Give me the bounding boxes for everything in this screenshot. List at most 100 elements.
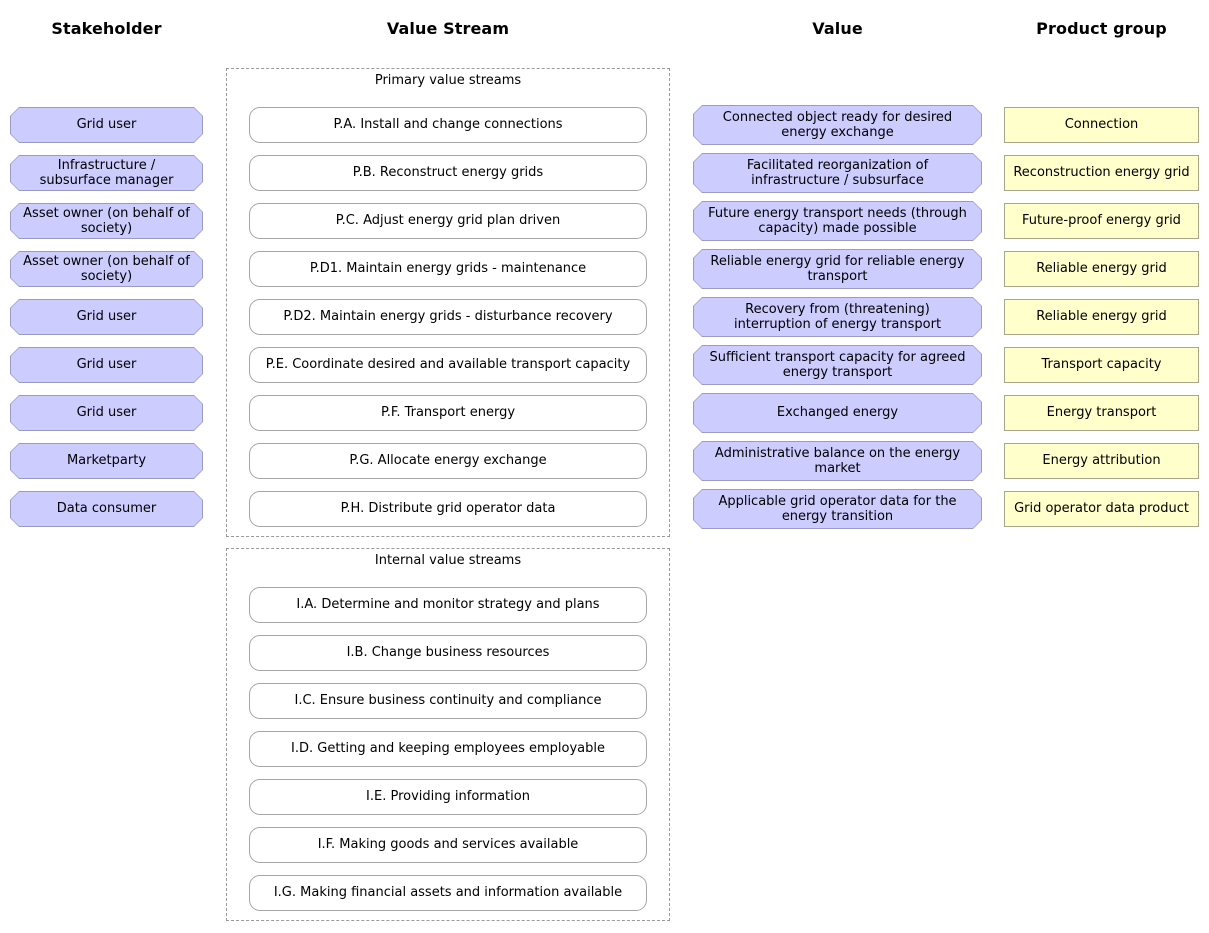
column-header-product-group: Product group	[1036, 19, 1167, 38]
primary-value-stream-node-6[interactable]: P.E. Coordinate desired and available tr…	[249, 347, 647, 383]
node-label: P.E. Coordinate desired and available tr…	[265, 357, 631, 372]
primary-value-stream-node-7[interactable]: P.F. Transport energy	[249, 395, 647, 431]
value-node-4[interactable]: Reliable energy grid for reliable energy…	[693, 249, 982, 289]
value-node-3[interactable]: Future energy transport needs (through c…	[693, 201, 982, 241]
product-group-node-1[interactable]: Connection	[1004, 107, 1199, 143]
primary-value-stream-node-8[interactable]: P.G. Allocate energy exchange	[249, 443, 647, 479]
node-label: Facilitated reorganization of infrastruc…	[746, 157, 929, 189]
node-label: I.E. Providing information	[366, 789, 530, 804]
primary-value-stream-node-1[interactable]: P.A. Install and change connections	[249, 107, 647, 143]
node-fill	[694, 442, 981, 480]
node-label: Sufficient transport capacity for agreed…	[709, 349, 966, 381]
product-group-node-7[interactable]: Energy transport	[1004, 395, 1199, 431]
node-label: Infrastructure / subsurface manager	[39, 157, 174, 189]
internal-value-stream-node-1[interactable]: I.A. Determine and monitor strategy and …	[249, 587, 647, 623]
node-label: Reliable energy grid	[1036, 261, 1167, 276]
stakeholder-node-6[interactable]: Grid user	[10, 347, 203, 383]
node-fill	[11, 300, 202, 334]
node-label: Asset owner (on behalf of society)	[23, 253, 190, 285]
stakeholder-node-8[interactable]: Marketparty	[10, 443, 203, 479]
node-label: Energy transport	[1046, 405, 1157, 420]
internal-value-stream-node-7[interactable]: I.G. Making financial assets and informa…	[249, 875, 647, 911]
node-fill	[694, 346, 981, 384]
value-node-9[interactable]: Applicable grid operator data for the en…	[693, 489, 982, 529]
product-group-node-6[interactable]: Transport capacity	[1004, 347, 1199, 383]
node-label: Energy attribution	[1042, 453, 1161, 468]
primary-value-stream-node-5[interactable]: P.D2. Maintain energy grids - disturbanc…	[249, 299, 647, 335]
node-label: Future energy transport needs (through c…	[708, 205, 967, 237]
node-label: P.B. Reconstruct energy grids	[352, 165, 544, 180]
value-node-2[interactable]: Facilitated reorganization of infrastruc…	[693, 153, 982, 193]
product-group-node-8[interactable]: Energy attribution	[1004, 443, 1199, 479]
value-node-5[interactable]: Recovery from (threatening) interruption…	[693, 297, 982, 337]
group-title-internal: Internal value streams	[374, 553, 522, 568]
product-group-node-9[interactable]: Grid operator data product	[1004, 491, 1199, 527]
stakeholder-node-3[interactable]: Asset owner (on behalf of society)	[10, 203, 203, 239]
node-label: P.G. Allocate energy exchange	[349, 453, 547, 468]
stakeholder-node-1[interactable]: Grid user	[10, 107, 203, 143]
internal-value-stream-node-2[interactable]: I.B. Change business resources	[249, 635, 647, 671]
node-label: Reliable energy grid	[1036, 309, 1167, 324]
column-header-value-stream: Value Stream	[386, 19, 510, 38]
stakeholder-node-2[interactable]: Infrastructure / subsurface manager	[10, 155, 203, 191]
node-label: Reconstruction energy grid	[1013, 165, 1190, 180]
node-fill	[11, 396, 202, 430]
node-label: P.F. Transport energy	[380, 405, 516, 420]
node-fill	[11, 204, 202, 238]
node-label: P.D2. Maintain energy grids - disturbanc…	[283, 309, 613, 324]
node-label: Administrative balance on the energy mar…	[714, 445, 961, 477]
node-label: Grid operator data product	[1014, 501, 1189, 516]
internal-value-stream-node-6[interactable]: I.F. Making goods and services available	[249, 827, 647, 863]
product-group-node-4[interactable]: Reliable energy grid	[1004, 251, 1199, 287]
node-label: Applicable grid operator data for the en…	[718, 493, 957, 525]
primary-value-stream-node-2[interactable]: P.B. Reconstruct energy grids	[249, 155, 647, 191]
node-label: Connection	[1064, 117, 1139, 132]
node-label: P.H. Distribute grid operator data	[340, 501, 556, 516]
node-label: Data consumer	[56, 501, 157, 517]
node-label: P.A. Install and change connections	[333, 117, 563, 132]
primary-value-stream-node-9[interactable]: P.H. Distribute grid operator data	[249, 491, 647, 527]
stakeholder-node-7[interactable]: Grid user	[10, 395, 203, 431]
primary-value-stream-node-3[interactable]: P.C. Adjust energy grid plan driven	[249, 203, 647, 239]
node-label: Asset owner (on behalf of society)	[23, 205, 190, 237]
product-group-node-5[interactable]: Reliable energy grid	[1004, 299, 1199, 335]
value-node-1[interactable]: Connected object ready for desired energ…	[693, 105, 982, 145]
node-label: Grid user	[76, 357, 137, 373]
node-fill	[11, 348, 202, 382]
product-group-node-2[interactable]: Reconstruction energy grid	[1004, 155, 1199, 191]
node-fill	[694, 250, 981, 288]
node-label: Connected object ready for desired energ…	[722, 109, 953, 141]
node-fill	[694, 298, 981, 336]
value-node-8[interactable]: Administrative balance on the energy mar…	[693, 441, 982, 481]
internal-value-stream-node-4[interactable]: I.D. Getting and keeping employees emplo…	[249, 731, 647, 767]
value-node-7[interactable]: Exchanged energy	[693, 393, 982, 433]
node-label: I.B. Change business resources	[346, 645, 550, 660]
node-fill	[11, 492, 202, 526]
stakeholder-node-9[interactable]: Data consumer	[10, 491, 203, 527]
primary-value-stream-node-4[interactable]: P.D1. Maintain energy grids - maintenanc…	[249, 251, 647, 287]
product-group-node-3[interactable]: Future-proof energy grid	[1004, 203, 1199, 239]
internal-value-stream-node-3[interactable]: I.C. Ensure business continuity and comp…	[249, 683, 647, 719]
node-label: I.G. Making financial assets and informa…	[273, 885, 623, 900]
node-fill	[11, 108, 202, 142]
stakeholder-node-5[interactable]: Grid user	[10, 299, 203, 335]
node-label: I.F. Making goods and services available	[317, 837, 579, 852]
node-label: I.D. Getting and keeping employees emplo…	[291, 741, 605, 756]
node-label: Transport capacity	[1041, 357, 1162, 372]
node-fill	[11, 444, 202, 478]
node-fill	[11, 156, 202, 190]
node-label: Future-proof energy grid	[1022, 213, 1181, 228]
node-label: Grid user	[76, 117, 137, 133]
column-header-value: Value	[812, 19, 863, 38]
group-internal-value-streams: Internal value streams	[226, 548, 670, 921]
node-fill	[11, 252, 202, 286]
node-label: Marketparty	[66, 453, 147, 469]
node-label: Exchanged energy	[776, 405, 899, 421]
group-title-primary: Primary value streams	[374, 73, 522, 88]
node-fill	[694, 154, 981, 192]
node-label: Grid user	[76, 405, 137, 421]
value-node-6[interactable]: Sufficient transport capacity for agreed…	[693, 345, 982, 385]
stakeholder-node-4[interactable]: Asset owner (on behalf of society)	[10, 251, 203, 287]
internal-value-stream-node-5[interactable]: I.E. Providing information	[249, 779, 647, 815]
